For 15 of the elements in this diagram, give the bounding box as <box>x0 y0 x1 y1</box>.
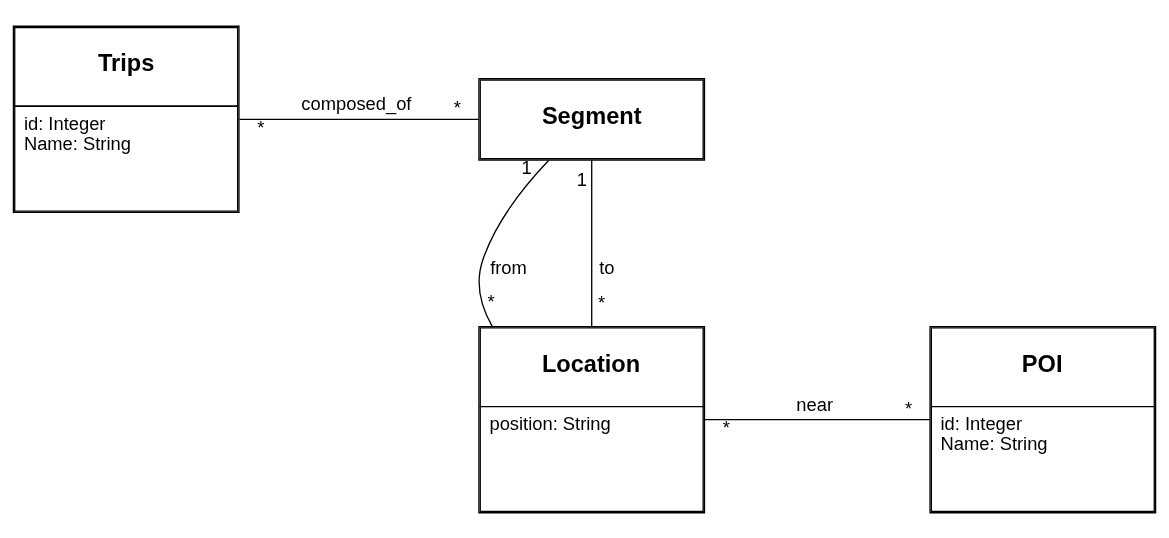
connector <box>704 418 931 420</box>
edge-label: composed_of <box>301 92 412 114</box>
edge-label: to <box>599 256 615 278</box>
label: * <box>722 416 730 438</box>
label: 1 <box>576 168 587 190</box>
label: * <box>904 397 913 419</box>
label: * <box>598 291 606 313</box>
connector <box>238 118 480 120</box>
edge-label: from <box>490 256 527 278</box>
connector <box>591 159 593 327</box>
edge-label: near <box>796 393 834 415</box>
label: * <box>487 290 495 312</box>
connector <box>478 159 550 327</box>
label: * <box>257 116 265 138</box>
label: * <box>453 96 461 118</box>
